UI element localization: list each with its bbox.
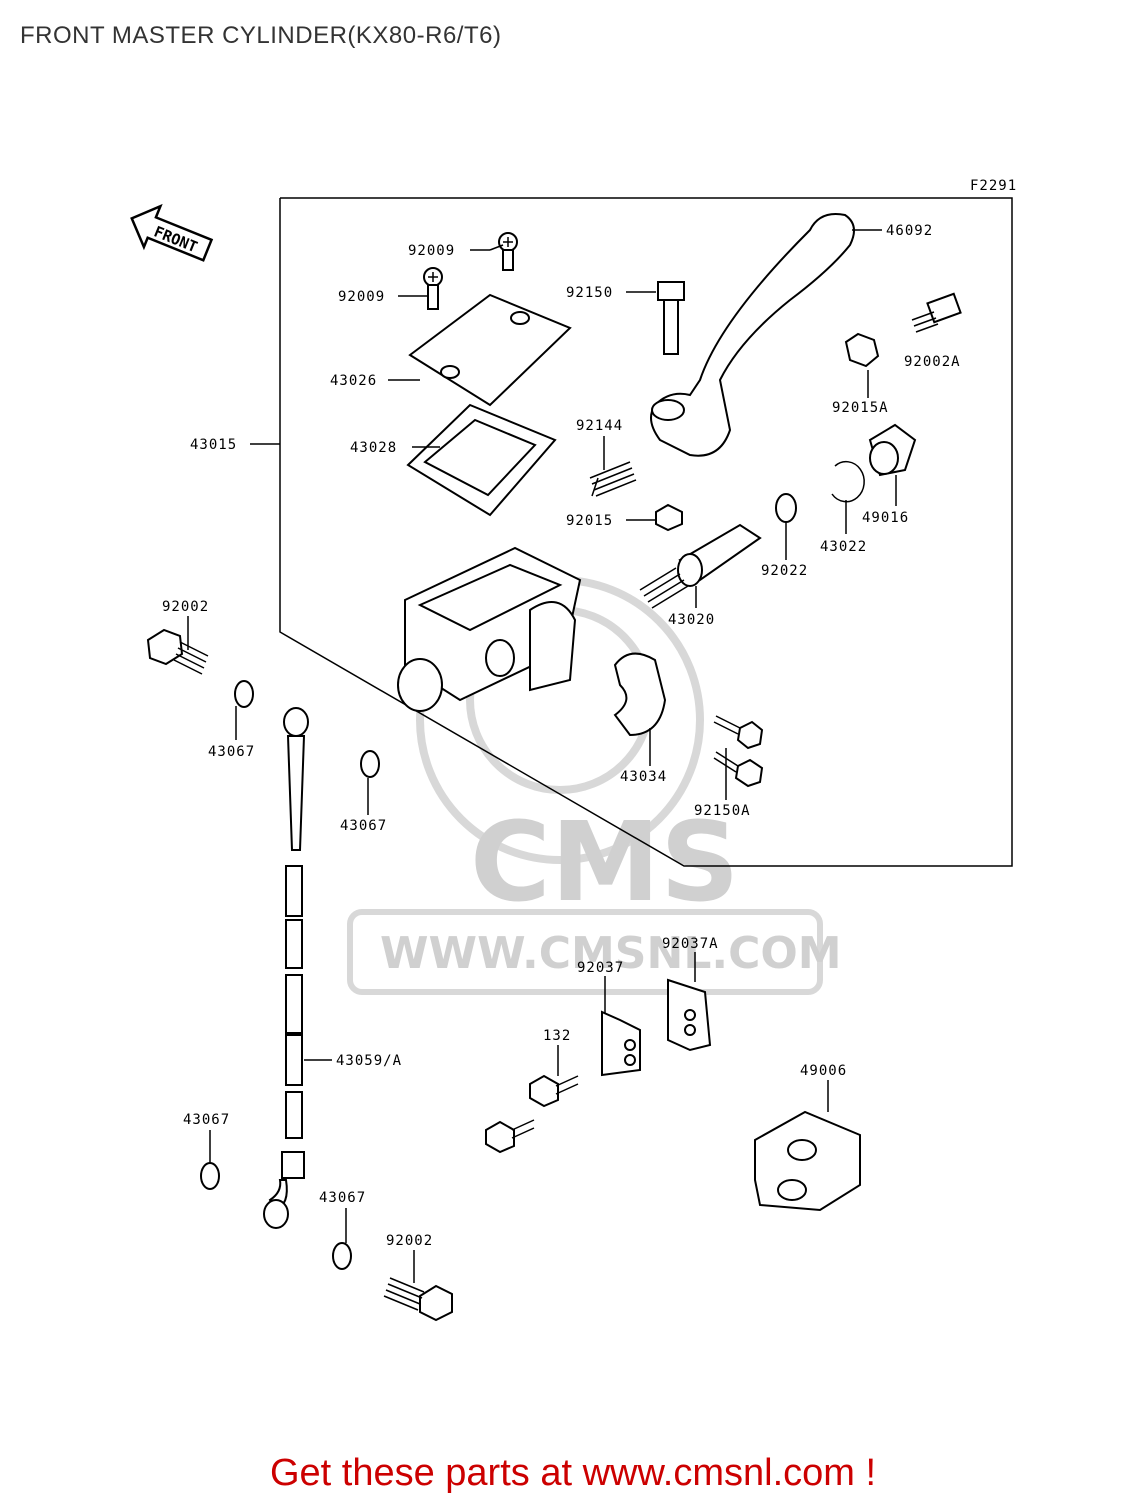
- label-92150: 92150: [566, 285, 613, 301]
- master-cylinder-body: [397, 546, 582, 712]
- circlip: [831, 460, 865, 503]
- nut-92015: [655, 503, 683, 532]
- hose-guide-92037A: [667, 978, 712, 1052]
- nut-92015A: [844, 332, 880, 368]
- label-92037A: 92037A: [662, 936, 719, 952]
- washer-92022: [775, 493, 797, 523]
- bolt-132-lower: [485, 1119, 535, 1154]
- label-92002-lower: 92002: [386, 1233, 433, 1249]
- label-43067-a: 43067: [208, 744, 255, 760]
- brake-hose: [263, 707, 309, 1229]
- label-92144: 92144: [576, 418, 623, 434]
- banjo-bolt-lower: [383, 1277, 453, 1322]
- front-arrow-icon: FRONT: [130, 203, 214, 262]
- label-92015: 92015: [566, 513, 613, 529]
- label-132: 132: [543, 1028, 571, 1044]
- lever: [650, 213, 855, 457]
- pivot-bolt: [657, 281, 685, 355]
- parts-diagram: CMS WWW.CMSNL.COM F2291 FRONT: [130, 178, 1017, 1322]
- page-title: FRONT MASTER CYLINDER(KX80-R6/T6): [20, 22, 502, 49]
- label-43028: 43028: [350, 440, 397, 456]
- washer-43067-c: [200, 1162, 220, 1190]
- label-43020: 43020: [668, 612, 715, 628]
- holder-49006: [754, 1110, 861, 1212]
- bolt-132-upper: [529, 1074, 579, 1108]
- spring-92144: [589, 461, 637, 497]
- label-92002-upper: 92002: [162, 599, 209, 615]
- washer-43067-b: [360, 750, 380, 778]
- label-43067-d: 43067: [319, 1190, 366, 1206]
- label-92015A: 92015A: [832, 400, 889, 416]
- label-92037: 92037: [577, 960, 624, 976]
- label-46092: 46092: [886, 223, 933, 239]
- figure-code: F2291: [970, 178, 1017, 194]
- footer-link[interactable]: Get these parts at www.cmsnl.com !: [269, 1452, 877, 1494]
- label-43015: 43015: [190, 437, 237, 453]
- bolt-92150A-lower: [713, 751, 764, 788]
- reservoir-cap: [408, 293, 572, 407]
- screw-92009-lower: [423, 267, 443, 310]
- washer-43067-d: [332, 1242, 352, 1270]
- label-43022: 43022: [820, 539, 867, 555]
- label-49016: 49016: [862, 510, 909, 526]
- leader-lines: [187, 229, 897, 1283]
- bolt-92150A-upper: [713, 715, 764, 750]
- label-43026: 43026: [330, 373, 377, 389]
- label-43059: 43059/A: [336, 1053, 402, 1069]
- washer-43067-a: [234, 680, 254, 708]
- label-49006: 49006: [800, 1063, 847, 1079]
- piston: [639, 523, 762, 609]
- label-43067-c: 43067: [183, 1112, 230, 1128]
- screw-92009-upper: [498, 232, 518, 271]
- clamp-43034: [613, 652, 667, 737]
- label-92009-upper: 92009: [408, 243, 455, 259]
- assembly-outline: [279, 197, 1013, 867]
- label-92022: 92022: [761, 563, 808, 579]
- banjo-bolt-upper: [146, 628, 209, 675]
- label-92002A: 92002A: [904, 354, 961, 370]
- label-92150A: 92150A: [694, 803, 751, 819]
- label-43067-b: 43067: [340, 818, 387, 834]
- hose-guide-92037: [601, 1010, 641, 1077]
- screw-92002A: [911, 292, 962, 333]
- part-labels: 46092 92009 92009 92150 92002A 43026 920…: [162, 223, 961, 1249]
- label-43034: 43034: [620, 769, 667, 785]
- label-92009-lower: 92009: [338, 289, 385, 305]
- watermark-url-text: WWW.CMSNL.COM: [380, 928, 842, 979]
